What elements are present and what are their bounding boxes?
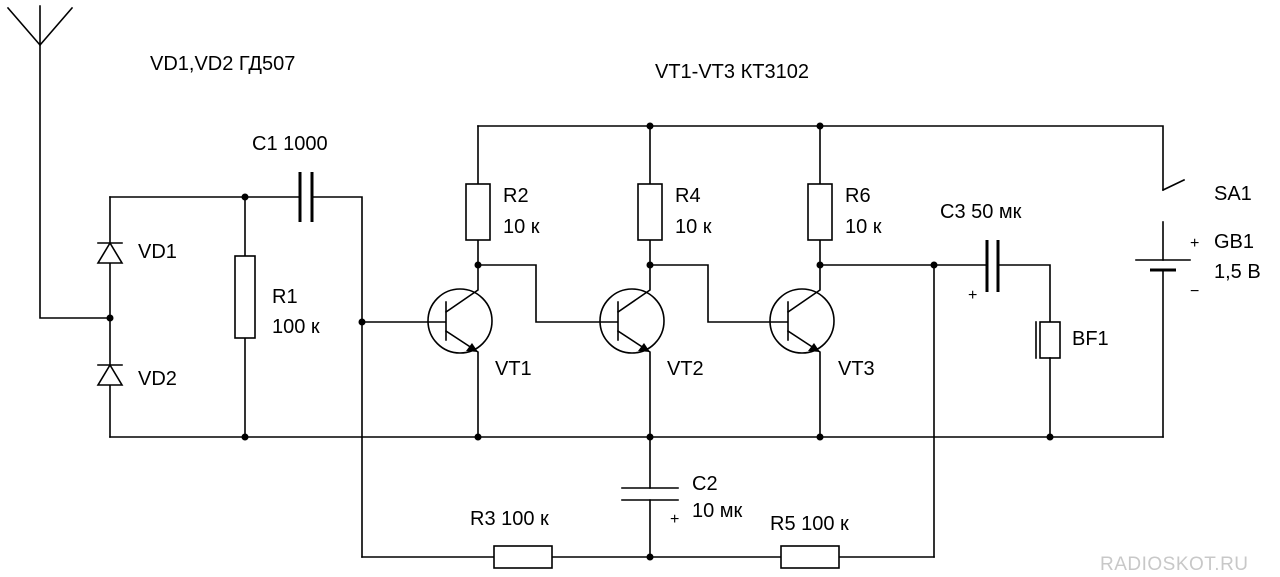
r6-name: R6 <box>845 185 871 207</box>
vt3-label: VT3 <box>838 358 875 380</box>
r2-value: 10 к <box>503 216 540 238</box>
diode-vd2 <box>96 363 124 386</box>
capacitor-c2 <box>621 436 679 558</box>
junction-dots <box>106 122 1054 561</box>
vt1-label: VT1 <box>495 358 532 380</box>
r5-label: R5 100 к <box>770 513 849 535</box>
resistor-r1 <box>234 196 256 438</box>
r3-label: R3 100 к <box>470 508 549 530</box>
supply-rail <box>477 125 1164 191</box>
switch-sa1 <box>1161 178 1186 261</box>
antenna-symbol <box>6 5 111 319</box>
c2-name: C2 <box>692 473 718 495</box>
gb1-plus: + <box>1190 235 1199 252</box>
r4-value: 10 к <box>675 216 712 238</box>
r6-value: 10 к <box>845 216 882 238</box>
watermark: RADIOSKOT.RU <box>1100 554 1249 575</box>
gb1-minus: − <box>1190 283 1199 300</box>
c2-plus: + <box>670 511 679 528</box>
r2-name: R2 <box>503 185 529 207</box>
r1-value: 100 к <box>272 316 320 338</box>
c2-value: 10 мк <box>692 500 743 522</box>
r4-name: R4 <box>675 185 701 207</box>
stage-vt2 <box>477 125 665 438</box>
vd2-label: VD2 <box>138 368 177 390</box>
bf1-label: BF1 <box>1072 328 1109 350</box>
gb1-name: GB1 <box>1214 231 1254 253</box>
vt2-label: VT2 <box>667 358 704 380</box>
c1-label: C1 1000 <box>252 133 328 155</box>
diodes-note: VD1,VD2 ГД507 <box>150 53 295 75</box>
gb1-value: 1,5 В <box>1214 261 1261 283</box>
r1-name: R1 <box>272 286 298 308</box>
c3-label: C3 50 мк <box>940 201 1022 223</box>
transistors-note: VT1-VT3 КТ3102 <box>655 61 809 83</box>
diode-vd1 <box>96 241 124 264</box>
vd1-label: VD1 <box>138 241 177 263</box>
capacitor-c1 <box>244 172 363 558</box>
c3-plus: + <box>968 287 977 304</box>
earphone-bf1 <box>1035 321 1061 438</box>
stage-vt3 <box>649 125 835 438</box>
capacitor-c3 <box>819 240 1051 323</box>
sa1-label: SA1 <box>1214 183 1252 205</box>
stage-vt1 <box>361 125 493 438</box>
diode-wire <box>109 196 246 438</box>
battery-gb1 <box>1135 259 1191 438</box>
